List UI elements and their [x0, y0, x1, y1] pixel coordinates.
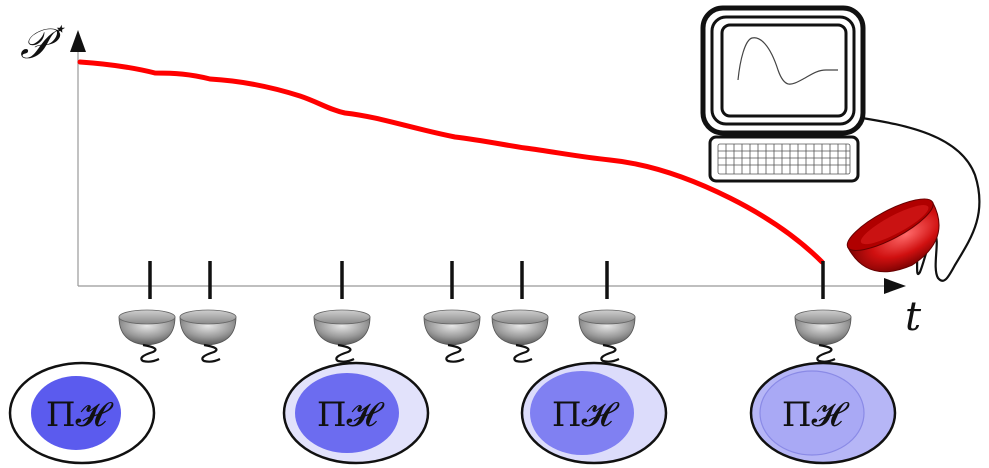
measurement-cup-icon	[422, 308, 482, 363]
axes	[70, 30, 906, 294]
measurement-cups	[117, 308, 853, 363]
state-ellipse-3: Π𝓗	[520, 361, 668, 465]
measurement-cup-icon	[312, 308, 372, 363]
x-axis-label: t	[905, 294, 922, 340]
state-ellipse-2: Π𝓗	[282, 361, 430, 465]
keyboard-keys	[717, 143, 851, 175]
measurement-cup-icon	[793, 308, 853, 363]
measurement-cup-icon	[117, 308, 177, 363]
keyboard-icon	[708, 135, 860, 183]
computer-monitor-icon	[700, 5, 981, 282]
probability-curve	[77, 59, 825, 265]
ellipse-label: Π𝓗	[317, 395, 385, 435]
ellipse-label: Π𝓗	[552, 395, 620, 435]
ellipse-label: Π𝓗	[46, 395, 114, 435]
measurement-cup-icon	[577, 308, 637, 363]
ellipse-label: Π𝓗	[782, 395, 850, 435]
measurement-ticks	[148, 261, 825, 299]
y-axis-arrowhead	[70, 30, 86, 52]
monitor-cable	[861, 116, 981, 282]
y-axis-superscript: ⋆	[52, 17, 66, 42]
state-ellipse-1: Π𝓗	[8, 361, 156, 465]
monitor-plot-line	[737, 37, 838, 85]
measurement-cup-icon	[178, 308, 238, 363]
x-axis-arrowhead	[884, 278, 906, 294]
state-ellipse-4: Π𝓗	[749, 361, 897, 465]
measurement-cup-icon	[490, 308, 550, 363]
red-cup-icon	[846, 198, 940, 273]
